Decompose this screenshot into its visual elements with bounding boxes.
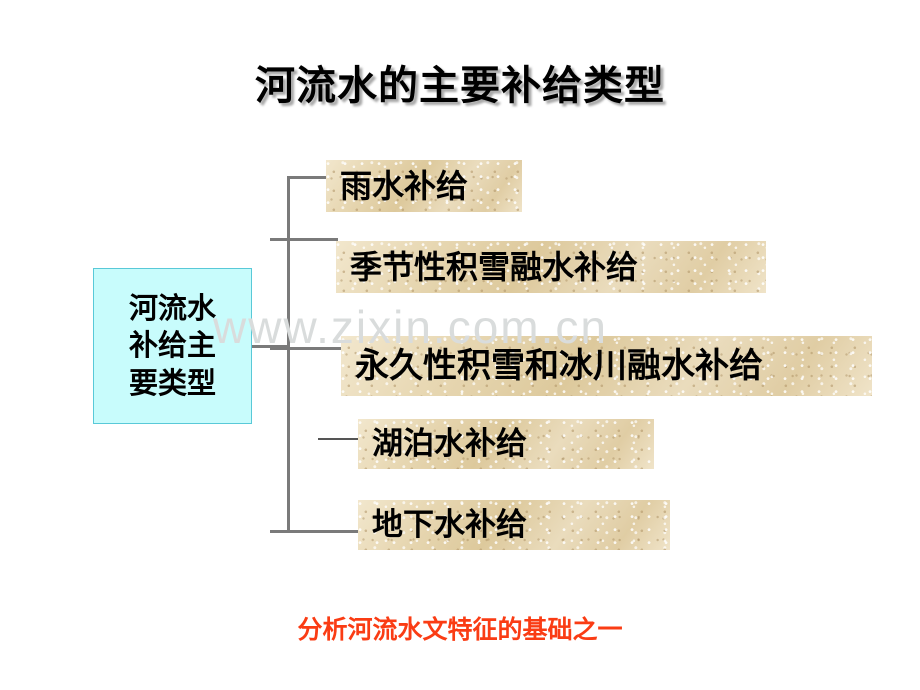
- connector-branch-1: [287, 176, 329, 179]
- branch-node-groundwater[interactable]: 地下水补给: [358, 500, 670, 550]
- footer-note: 分析河流水文特征的基础之一: [297, 615, 623, 644]
- branch-node-label: 季节性积雪融水补给: [350, 248, 639, 286]
- connector-branch-5: [270, 530, 360, 533]
- branch-node-seasonal-snowmelt[interactable]: 季节性积雪融水补给: [336, 241, 766, 293]
- page-title: 河流水的主要补给类型: [255, 63, 665, 109]
- branch-node-rain[interactable]: 雨水补给: [326, 160, 522, 212]
- branch-node-label: 地下水补给: [372, 506, 527, 543]
- connector-branch-4: [318, 438, 360, 440]
- branch-node-label: 雨水补给: [340, 167, 469, 205]
- root-node-line-1: 河流水: [128, 291, 216, 326]
- connector-branch-2: [270, 238, 338, 241]
- branch-node-label: 湖泊水补给: [372, 425, 527, 462]
- root-node-line-3: 要类型: [128, 365, 216, 400]
- root-node-box[interactable]: 河流水 补给主 要类型: [93, 268, 252, 424]
- connector-trunk-vertical: [287, 176, 290, 533]
- branch-node-label: 永久性积雪和冰川融水补给: [355, 346, 763, 386]
- connector-root-stub: [252, 345, 288, 348]
- connector-branch-3: [270, 347, 345, 350]
- branch-node-lake-water[interactable]: 湖泊水补给: [358, 419, 654, 469]
- branch-node-permanent-snow-glacier-melt[interactable]: 永久性积雪和冰川融水补给: [341, 336, 872, 396]
- root-node-line-2: 补给主: [128, 328, 216, 363]
